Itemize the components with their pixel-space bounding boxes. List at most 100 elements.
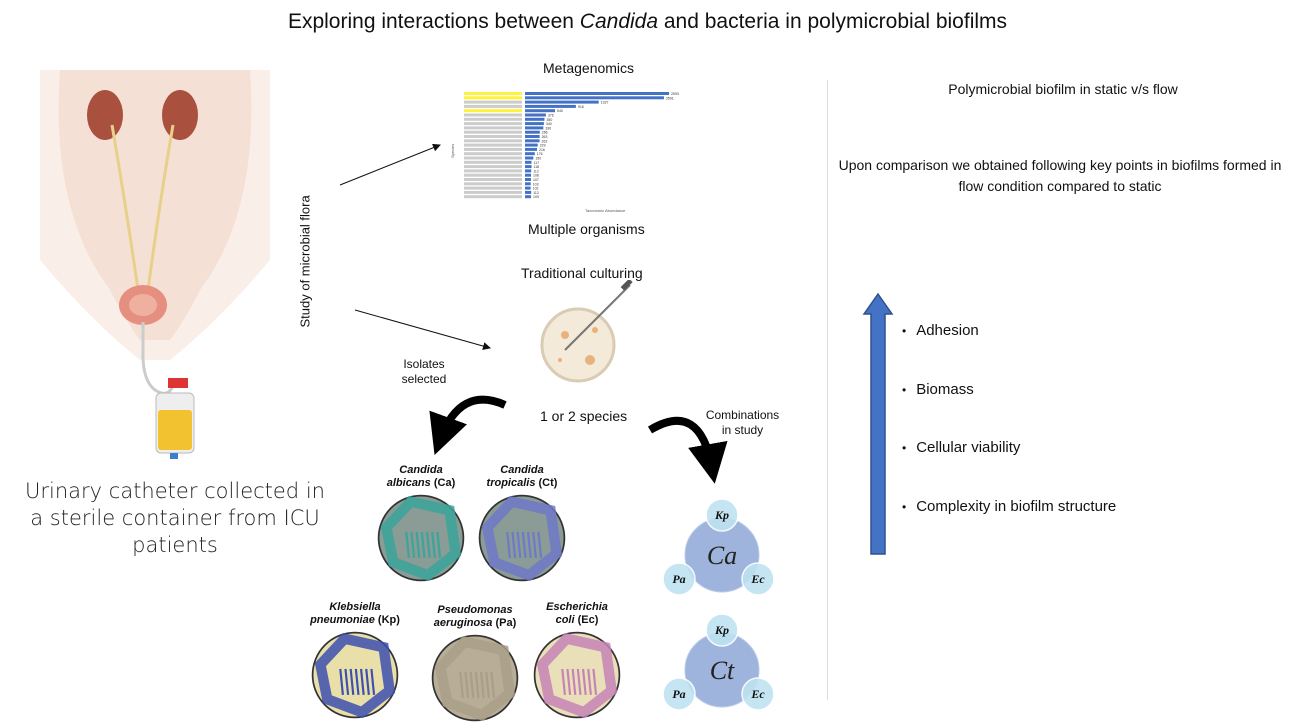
- petri-dish-icon: [540, 280, 633, 383]
- culture-plate-ec: [533, 631, 621, 719]
- chart-category-label: [464, 156, 522, 160]
- chart-category-label: [464, 126, 522, 130]
- chart-value-label: 150: [535, 157, 541, 161]
- chart-bar: [525, 100, 599, 104]
- chart-xlabel: Taxonomic Abundance: [585, 208, 626, 213]
- chart-category-label: [464, 109, 522, 113]
- chart-ylabel: Species: [450, 144, 455, 158]
- chart-value-label: 1327: [601, 101, 609, 105]
- chart-category-label: [464, 130, 522, 134]
- combinations-label: Combinations in study: [705, 408, 780, 437]
- chart-value-label: 109: [533, 195, 539, 199]
- isolates-selected-label: Isolates selected: [401, 357, 447, 386]
- chart-category-label: [464, 100, 522, 104]
- chart-value-label: 229: [540, 144, 546, 148]
- key-point: Complexity in biofilm structure: [902, 498, 1116, 515]
- chart-bar: [525, 182, 531, 186]
- chart-category-label: [464, 160, 522, 164]
- chart-category-label: [464, 190, 522, 194]
- chart-category-label: [464, 195, 522, 199]
- right-heading: Polymicrobial biofilm in static v/s flow: [948, 81, 1178, 97]
- chart-value-label: 176: [537, 152, 543, 156]
- center-label: Ct: [710, 656, 735, 685]
- culture-plate-ca: [377, 494, 465, 582]
- arrow-to-metagenomics: [339, 143, 441, 186]
- chart-category-label: [464, 186, 522, 190]
- chart-bar: [525, 186, 531, 190]
- chart-category-label: [464, 165, 522, 169]
- arrow-to-culturing: [354, 309, 491, 350]
- chart-category-label: [464, 113, 522, 117]
- combinations-curved-arrow: [647, 416, 728, 484]
- chart-value-label: 112: [533, 169, 539, 173]
- chart-category-label: [464, 147, 522, 151]
- partner-label: Pa: [672, 572, 685, 586]
- chart-bar: [525, 143, 538, 147]
- chart-bar: [525, 96, 664, 100]
- urinary-tract-illustration: [40, 70, 270, 459]
- chart-value-label: 117: [534, 161, 540, 165]
- chart-bar: [525, 126, 544, 130]
- chart-bar: [525, 104, 576, 108]
- metagenomics-chart: 2593250113279165403763503403302662632622…: [450, 92, 679, 213]
- key-point: Adhesion: [902, 322, 979, 339]
- chart-bar: [525, 92, 670, 95]
- chart-bar: [525, 165, 532, 169]
- chart-bar: [525, 113, 546, 117]
- chart-value-label: 340: [546, 122, 552, 126]
- chart-value-label: 118: [534, 165, 540, 169]
- chart-value-label: 2593: [671, 92, 679, 96]
- metagenomics-label: Metagenomics: [543, 60, 635, 76]
- chart-bar: [525, 160, 532, 164]
- chart-value-label: 330: [545, 126, 551, 130]
- chart-category-label: [464, 152, 522, 156]
- culture-plate-kp: [311, 631, 399, 719]
- chart-bar: [525, 169, 532, 173]
- chart-bar: [525, 173, 531, 177]
- chart-category-label: [464, 117, 522, 121]
- chart-value-label: 262: [542, 139, 548, 143]
- chart-value-label: 102: [533, 187, 539, 191]
- chart-category-label: [464, 178, 522, 181]
- chart-bar: [525, 117, 545, 121]
- chart-category-label: [464, 135, 522, 138]
- chart-bar: [525, 139, 540, 143]
- chart-category-label: [464, 96, 522, 100]
- partner-label: Ec: [750, 687, 765, 701]
- partner-label: Pa: [672, 687, 685, 701]
- multiple-organisms-label: Multiple organisms: [528, 221, 645, 237]
- chart-value-label: 103: [533, 182, 539, 186]
- chart-category-label: [464, 143, 522, 147]
- chart-bar: [525, 135, 540, 138]
- key-point: Cellular viability: [902, 439, 1020, 456]
- species-count-label: 1 or 2 species: [540, 408, 628, 424]
- isolates-curved-arrow: [429, 395, 507, 456]
- key-point: Biomass: [902, 381, 974, 398]
- chart-bar: [525, 147, 537, 151]
- chart-value-label: 540: [557, 109, 563, 113]
- culture-plate-pa: [431, 634, 519, 722]
- chart-bar: [525, 122, 544, 126]
- chart-value-label: 216: [539, 148, 545, 152]
- page-title: Exploring interactions between Candida a…: [0, 10, 1295, 34]
- chart-bar: [525, 130, 540, 134]
- chart-value-label: 263: [542, 135, 548, 139]
- title-pre: Exploring interactions between: [287, 10, 580, 33]
- chart-category-label: [464, 104, 522, 108]
- partner-label: Kp: [714, 508, 729, 522]
- divider: [827, 80, 828, 700]
- catheter-caption: Urinary catheter collected in a sterile …: [25, 479, 325, 557]
- chart-category-label: [464, 92, 522, 95]
- partner-label: Ec: [750, 572, 765, 586]
- culture-plate-ct: [478, 494, 566, 582]
- chart-bar: [525, 190, 532, 194]
